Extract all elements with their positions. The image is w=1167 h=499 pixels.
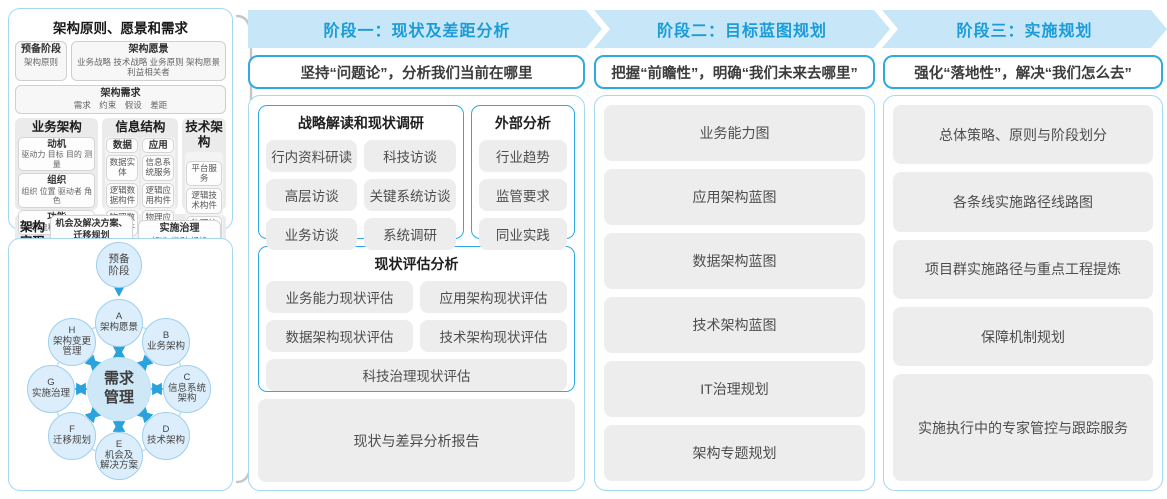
opportunities-migration-title: 机会及解决方案、迁移规划 [55, 218, 128, 240]
assessment-item: 数据架构现状评估 [266, 320, 413, 352]
application-item: 逻辑应用构件 [142, 182, 175, 209]
strategy-research-group: 战略解读和现状调研 行内资料研读 科技访谈 高层访谈 关键系统访谈 业务访谈 系… [258, 105, 464, 250]
information-structure-title: 信息结构 [115, 119, 166, 134]
phase2-banner: 阶段二：目标蓝图规划 [594, 10, 890, 48]
adm-node-b-business: B 业务架构 [142, 318, 190, 366]
strategy-item: 关键系统访谈 [364, 179, 456, 211]
adm-center-requirements-management: 需求 管理 [87, 357, 151, 421]
adm-node-preparation: 预备 阶段 [96, 242, 142, 288]
data-title: 数据 [112, 139, 132, 151]
motivation-sub: 驱动力 目标 目的 测量 [21, 150, 93, 169]
application-item: 信息系统服务 [142, 155, 175, 181]
adm-node-h-change-mgmt: H 架构变更 管理 [48, 318, 96, 366]
vision-title: 架构愿景 [128, 44, 169, 55]
framework-row-1: 预备阶段 架构原则 架构愿景 业务战略 技术战略 业务原则 架构愿景 利益相关者 [15, 41, 226, 81]
phase2-deliverable: 数据架构蓝图 [604, 233, 865, 289]
adm-node-e-opportunities: E 机会及 解决方案 [95, 432, 143, 480]
assessment-title: 现状评估分析 [374, 256, 459, 272]
technology-architecture-section: 技术架构 平台服务 逻辑技术构件 物理技术构件 [182, 117, 226, 245]
phase3-banner: 阶段三：实施规划 [882, 10, 1167, 48]
phase1-banner: 阶段一：现状及差距分析 [248, 10, 602, 48]
assessment-item: 业务能力现状评估 [266, 281, 413, 313]
adm-node-c-info-systems: C 信息系统 架构 [163, 365, 211, 413]
adm-node-g-governance: G 实施治理 [27, 365, 75, 413]
phase3-deliverable: 实施执行中的专家管控与跟踪服务 [893, 374, 1153, 481]
phase3-deliverable: 各条线实施路径线路图 [893, 172, 1153, 232]
phase2-content-panel: 业务能力图 应用架构蓝图 数据架构蓝图 技术架构蓝图 IT治理规划 架构专题规划 [594, 95, 875, 491]
strategy-item: 高层访谈 [266, 179, 358, 211]
adm-cycle-panel: 预备 阶段 A 架构愿景 B 业务架构 C 信息系统 架构 D 技术架构 E 机… [8, 238, 233, 491]
business-architecture-section: 业务架构 动机 驱动力 目标 目的 测量 组织 组织 位置 驱动者 角色 功能 … [15, 117, 99, 236]
external-analysis-title: 外部分析 [494, 115, 551, 131]
phase2-deliverable: 架构专题规划 [604, 425, 865, 481]
adm-node-a-vision: A 架构愿景 [95, 299, 143, 347]
assessment-item: 技术架构现状评估 [420, 320, 567, 352]
prep-phase-title: 预备阶段 [21, 44, 61, 55]
motivation-box: 动机 驱动力 目标 目的 测量 [18, 136, 96, 172]
phase2-deliverable: 业务能力图 [604, 105, 865, 161]
framework-domains: 业务架构 动机 驱动力 目标 目的 测量 组织 组织 位置 驱动者 角色 功能 … [15, 117, 226, 245]
gap-analysis-report-box: 现状与差异分析报告 [258, 399, 575, 482]
framework-row-2: 架构需求 需求 约束 假设 差距 [15, 84, 226, 114]
phase3-deliverable: 保障机制规划 [893, 306, 1153, 367]
technology-item: 平台服务 [186, 160, 222, 187]
phase2-deliverable: 应用架构蓝图 [604, 169, 865, 225]
external-item: 同业实践 [478, 218, 567, 250]
external-item: 监管要求 [478, 179, 567, 211]
strategy-item: 业务访谈 [266, 218, 358, 250]
strategy-research-title: 战略解读和现状调研 [297, 115, 424, 131]
organization-box: 组织 组织 位置 驱动者 角色 [18, 173, 96, 209]
technology-architecture-title: 技术架构 [185, 119, 223, 149]
architecture-vision-box: 架构愿景 业务战略 技术战略 业务原则 架构愿景 利益相关者 [71, 41, 226, 81]
requirements-title: 架构需求 [100, 87, 141, 99]
phase3-content-panel: 总体策略、原则与阶段划分 各条线实施路径线路图 项目群实施路径与重点工程提炼 保… [883, 95, 1163, 491]
vision-sub: 业务战略 技术战略 业务原则 架构愿景 利益相关者 [76, 56, 221, 78]
information-structure-section: 信息结构 数据 数据实体 逻辑数据构件 物理数据构件 应用 信息系统服务 逻辑应… [102, 117, 179, 239]
adm-node-d-technology: D 技术架构 [142, 412, 190, 460]
architecture-framework-panel: 架构原则、愿景和需求 预备阶段 架构原则 架构愿景 业务战略 技术战略 业务原则… [8, 8, 233, 256]
phase2-subtitle: 把握“前瞻性”，明确“我们未来去哪里” [594, 55, 875, 89]
technology-item: 逻辑技术构件 [186, 188, 222, 214]
phase1-subtitle: 坚持“问题论”，分析我们当前在哪里 [248, 55, 585, 89]
phase1-content-panel: 战略解读和现状调研 行内资料研读 科技访谈 高层访谈 关键系统访谈 业务访谈 系… [248, 95, 585, 491]
strategy-item: 科技访谈 [364, 140, 456, 172]
implementation-governance-title: 实施治理 [159, 223, 200, 235]
assessment-item: 科技治理现状评估 [266, 359, 567, 391]
framework-title: 架构原则、愿景和需求 [53, 21, 188, 36]
strategy-item: 系统调研 [364, 218, 456, 250]
application-title: 应用 [148, 139, 168, 151]
architecture-requirements-box: 架构需求 需求 约束 假设 差距 [15, 84, 226, 114]
data-item: 数据实体 [106, 155, 139, 181]
prep-phase-sub: 架构原则 [23, 56, 58, 67]
phase3-deliverable: 项目群实施路径与重点工程提炼 [893, 239, 1153, 299]
phase2-deliverable: 技术架构蓝图 [604, 297, 865, 353]
assessment-group: 现状评估分析 业务能力现状评估 应用架构现状评估 数据架构现状评估 技术架构现状… [258, 246, 575, 392]
organization-title: 组织 [47, 175, 67, 187]
external-item: 行业趋势 [478, 140, 567, 172]
phase2-deliverable: IT治理规划 [604, 361, 865, 417]
assessment-item: 应用架构现状评估 [420, 281, 567, 313]
business-architecture-title: 业务架构 [31, 119, 82, 134]
requirements-sub: 需求 约束 假设 差距 [73, 100, 168, 111]
data-item: 逻辑数据构件 [106, 182, 139, 209]
adm-node-f-migration: F 迁移规划 [48, 412, 96, 460]
organization-sub: 组织 位置 驱动者 角色 [21, 186, 93, 206]
prep-phase-box: 预备阶段 架构原则 [15, 41, 67, 81]
strategy-item: 行内资料研读 [266, 140, 358, 172]
phase3-deliverable: 总体策略、原则与阶段划分 [893, 105, 1153, 165]
phase3-subtitle: 强化“落地性”，解决“我们怎么去” [883, 55, 1163, 89]
external-analysis-group: 外部分析 行业趋势 监管要求 同业实践 [470, 105, 575, 250]
motivation-title: 动机 [47, 138, 67, 150]
